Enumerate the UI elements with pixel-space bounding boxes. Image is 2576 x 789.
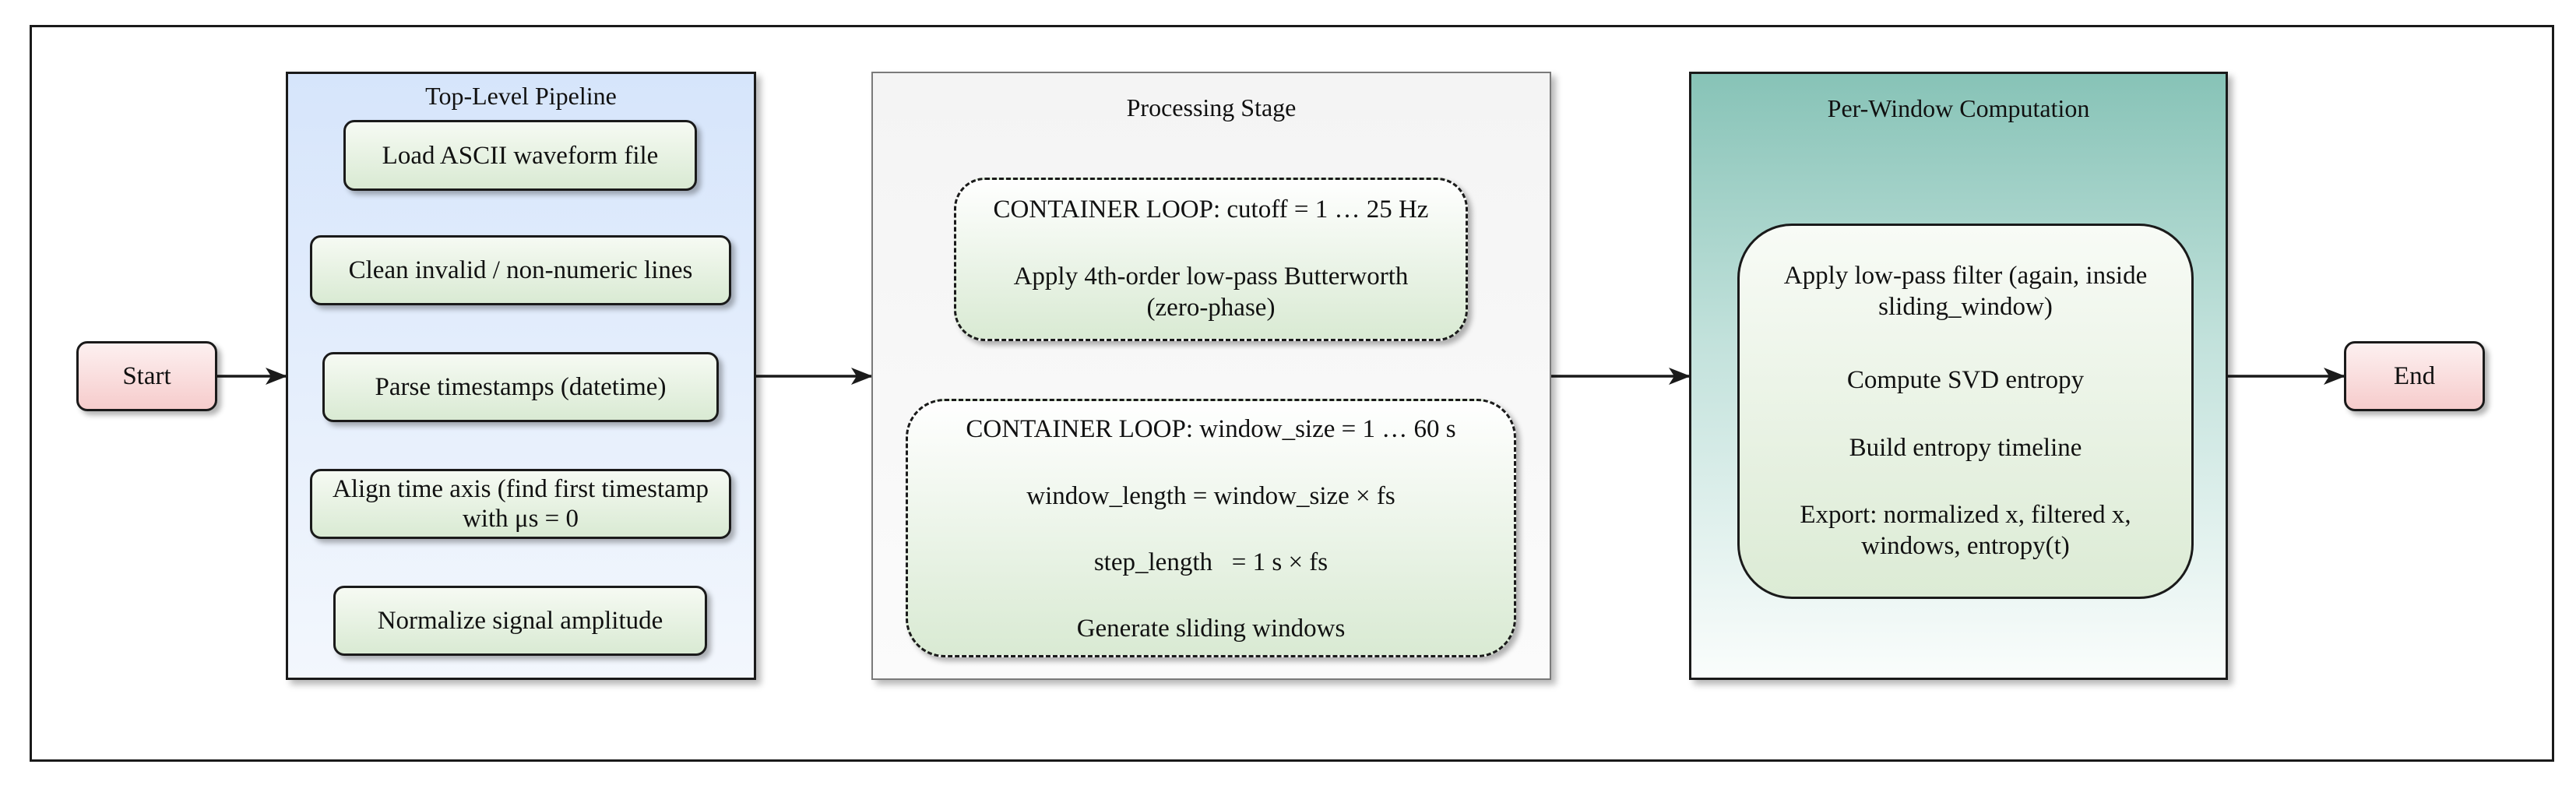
clean-lines-label: Clean invalid / non-numeric lines (348, 256, 693, 284)
window-loop-header: CONTAINER LOOP: window_size = 1 … 60 s (966, 415, 1456, 443)
window-loop-line1: window_length = window_size × fs (1026, 482, 1395, 510)
start-label: Start (122, 362, 171, 390)
cutoff-loop-header: CONTAINER LOOP: cutoff = 1 … 25 Hz (993, 195, 1429, 224)
cutoff-loop: CONTAINER LOOP: cutoff = 1 … 25 Hz Apply… (954, 178, 1468, 341)
end-label: End (2393, 362, 2436, 390)
normalize-label: Normalize signal amplitude (377, 607, 663, 635)
window-size-loop: CONTAINER LOOP: window_size = 1 … 60 s w… (906, 399, 1516, 657)
cutoff-loop-line2: (zero-phase) (1146, 294, 1276, 322)
parse-timestamps-step: Parse timestamps (datetime) (322, 352, 719, 422)
per-window-filter-line2: sliding_window) (1878, 293, 2053, 321)
parse-timestamps-label: Parse timestamps (datetime) (375, 373, 667, 401)
window-loop-line3: Generate sliding windows (1076, 615, 1346, 643)
align-time-line1: Align time axis (find first timestamp (332, 475, 709, 503)
load-file-step: Load ASCII waveform file (343, 120, 697, 191)
per-window-export-line1: Export: normalized x, filtered x, (1800, 501, 2131, 529)
normalize-step: Normalize signal amplitude (333, 586, 707, 656)
align-time-step: Align time axis (find first timestamp wi… (310, 469, 731, 539)
clean-lines-step: Clean invalid / non-numeric lines (310, 235, 731, 305)
cutoff-loop-line1: Apply 4th-order low-pass Butterworth (1013, 262, 1409, 291)
per-window-svd-line: Compute SVD entropy (1846, 366, 2085, 394)
window-loop-line2: step_length = 1 s × fs (1093, 548, 1328, 576)
processing-title: Processing Stage (1126, 93, 1297, 122)
per-window-filter-line1: Apply low-pass filter (again, inside (1783, 262, 2148, 290)
pipeline-title: Top-Level Pipeline (425, 82, 617, 110)
start-node: Start (76, 341, 217, 411)
load-file-label: Load ASCII waveform file (382, 141, 659, 170)
end-node: End (2344, 341, 2485, 411)
per-window-export-line2: windows, entropy(t) (1861, 532, 2070, 560)
per-window-steps-block: Apply low-pass filter (again, inside sli… (1737, 224, 2194, 599)
per-window-timeline-line: Build entropy timeline (1849, 434, 2082, 462)
per-window-title: Per-Window Computation (1827, 94, 2090, 122)
align-time-line2: with μs = 0 (462, 505, 579, 533)
